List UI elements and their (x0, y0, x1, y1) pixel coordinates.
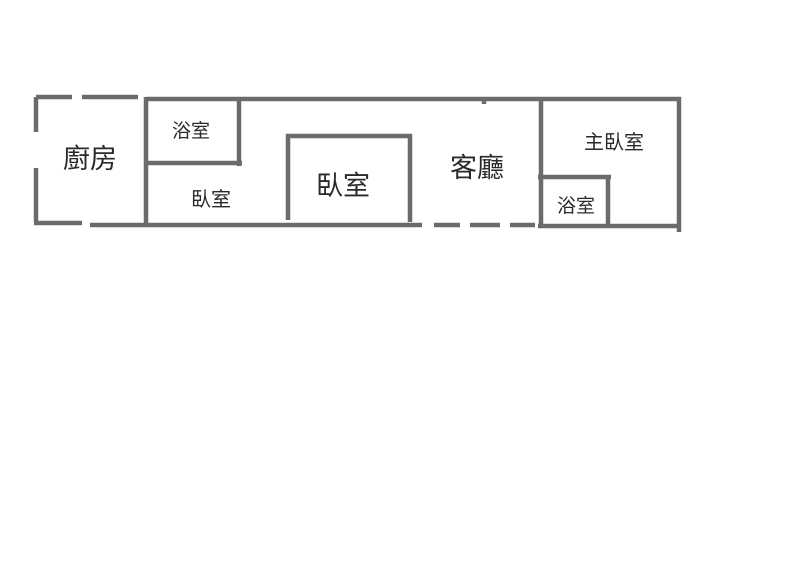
room-label-bath-master: 浴室 (557, 195, 595, 217)
room-label-living-room: 客廳 (450, 153, 504, 184)
room-label-kitchen: 廚房 (63, 144, 117, 175)
bedroom-middle-walls (285, 133, 413, 222)
main-walls (90, 96, 682, 232)
room-label-bedroom-small: 臥室 (191, 187, 231, 211)
bath-master-walls (538, 174, 611, 226)
room-label-bedroom-middle: 臥室 (316, 171, 370, 202)
room-label-master-bedroom: 主臥室 (584, 130, 644, 154)
kitchen-walls (33, 94, 138, 226)
room-label-bath-upper-left: 浴室 (172, 120, 210, 142)
bath-upper-left-walls (146, 101, 242, 166)
